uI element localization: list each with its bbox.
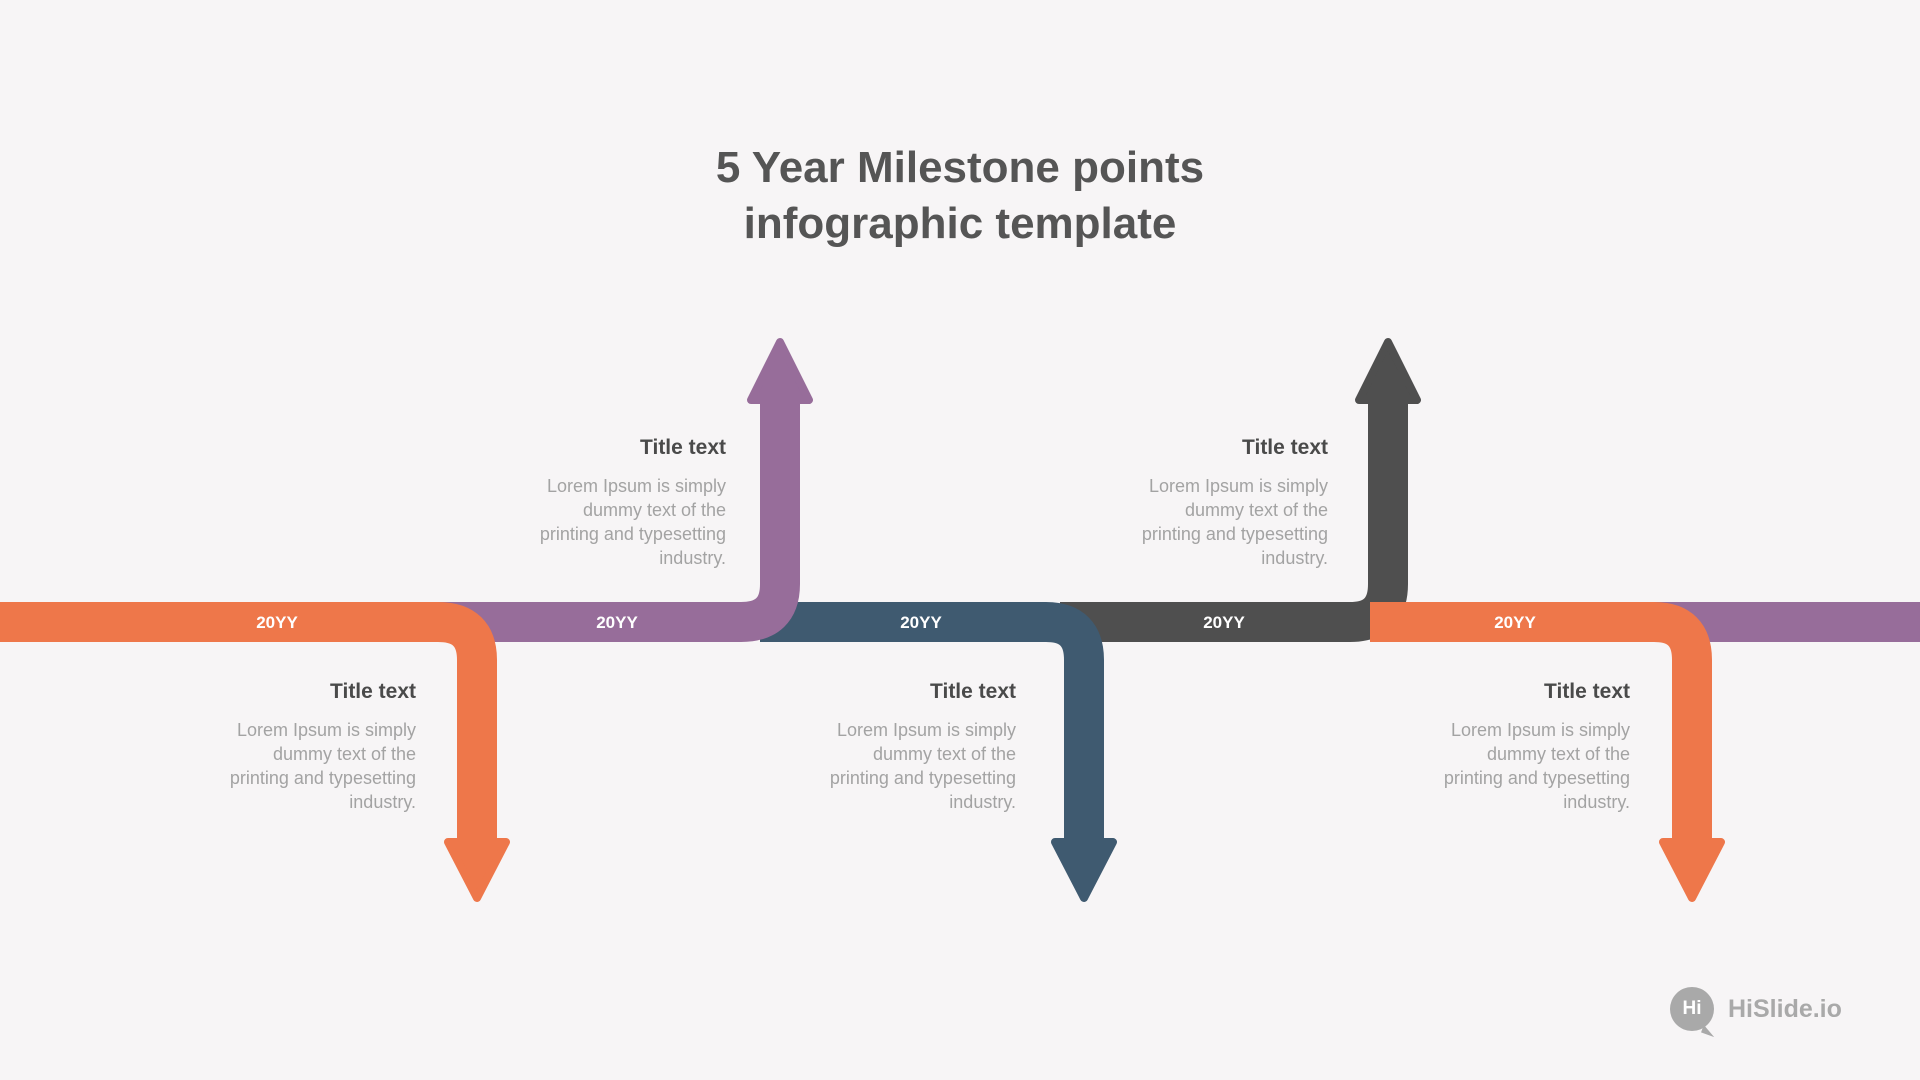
milestone-title-1: Title text [330,680,416,703]
milestone-body-5: Lorem Ipsum is simply dummy text of the … [1443,720,1630,812]
timeline-segment-2 [420,400,800,642]
page-title: 5 Year Milestone points infographic temp… [560,140,1360,252]
milestone-block-2: Title text Lorem Ipsum is simply dummy t… [406,434,726,570]
milestone-block-1: Title text Lorem Ipsum is simply dummy t… [96,678,416,814]
timeline-segment-5 [1370,602,1712,842]
arrow-head-5 [1659,838,1725,902]
milestone-body-2: Lorem Ipsum is simply dummy text of the … [539,476,726,568]
year-label-1: 20YY [256,613,298,632]
arrow-head-2 [747,338,813,404]
milestone-block-4: Title text Lorem Ipsum is simply dummy t… [1008,434,1328,570]
milestone-block-3: Title text Lorem Ipsum is simply dummy t… [696,678,1016,814]
arrow-head-1 [444,838,510,902]
year-label-2: 20YY [596,613,638,632]
year-label-3: 20YY [900,613,942,632]
milestone-title-2: Title text [640,436,726,459]
title-line-2: infographic template [743,199,1177,248]
milestone-body-4: Lorem Ipsum is simply dummy text of the … [1141,476,1328,568]
title-line-1: 5 Year Milestone points [715,143,1205,192]
milestone-body-1: Lorem Ipsum is simply dummy text of the … [229,720,416,812]
milestone-block-5: Title text Lorem Ipsum is simply dummy t… [1310,678,1630,814]
milestone-title-3: Title text [930,680,1016,703]
logo-badge-icon: Hi [1670,987,1714,1031]
milestone-title-5: Title text [1544,680,1630,703]
arrow-head-4 [1355,338,1421,404]
milestone-title-4: Title text [1242,436,1328,459]
year-label-4: 20YY [1203,613,1245,632]
year-label-5: 20YY [1494,613,1536,632]
arrow-head-3 [1051,838,1117,902]
milestone-body-3: Lorem Ipsum is simply dummy text of the … [829,720,1016,812]
hislide-logo: Hi HiSlide.io [1670,985,1842,1033]
timeline-segment-3 [760,602,1104,842]
logo-brand-text: HiSlide.io [1728,994,1842,1023]
timeline-segment-1 [0,602,497,842]
